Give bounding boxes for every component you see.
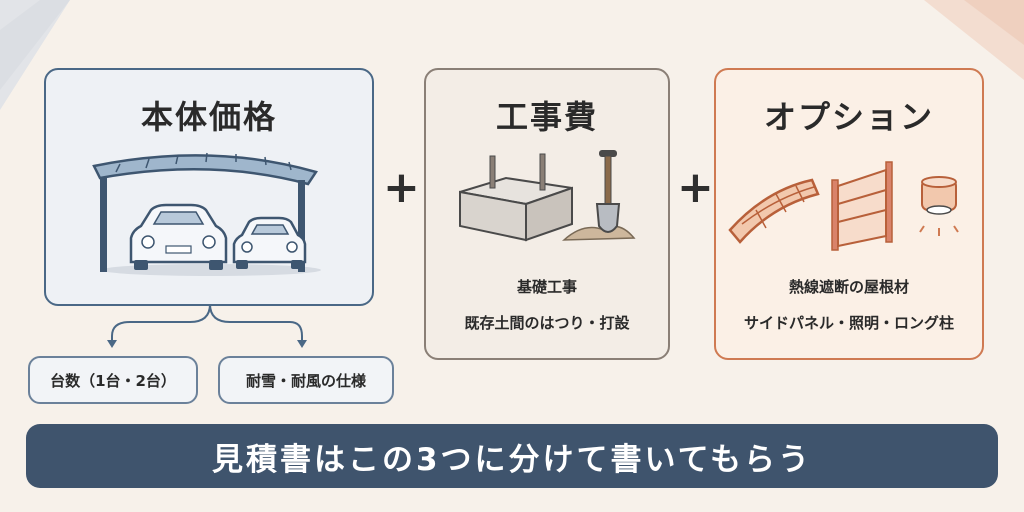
options-line-1: 熱線遮断の屋根材 <box>788 278 909 296</box>
body-price-title: 本体価格 <box>140 98 277 136</box>
light-icon <box>919 176 959 236</box>
summary-banner: 見積書はこの3つに分けて書いてもらう <box>26 424 998 488</box>
roof-panel-icon <box>728 178 820 244</box>
plus-operator-1: + <box>383 162 420 213</box>
side-panel-icon <box>831 161 893 251</box>
body-price-card: 本体価格 <box>44 68 374 306</box>
carport-icon <box>92 152 321 276</box>
branch-arrows <box>107 304 307 348</box>
snow-wind-spec-pill: 耐雪・耐風の仕様 <box>218 356 394 404</box>
work-line-2: 既存土間のはつり・打設 <box>464 314 630 332</box>
foundation-shovel-icon <box>459 150 636 242</box>
options-card: オプション 熱線遮断の屋根材 サイドパネル・照明・ロング柱 <box>714 68 984 360</box>
corner-decoration-left <box>0 0 70 110</box>
work-cost-title: 工事費 <box>495 98 598 136</box>
options-title: オプション <box>763 98 934 136</box>
corner-decoration-right <box>924 0 1024 80</box>
plus-operator-2: + <box>677 162 714 213</box>
units-pill: 台数（1台・2台） <box>28 356 198 404</box>
options-line-2: サイドパネル・照明・ロング柱 <box>743 314 954 332</box>
work-cost-card: 工事費 基礎工事 既存土間のはつり・打設 <box>424 68 670 360</box>
work-line-1: 基礎工事 <box>516 278 577 296</box>
